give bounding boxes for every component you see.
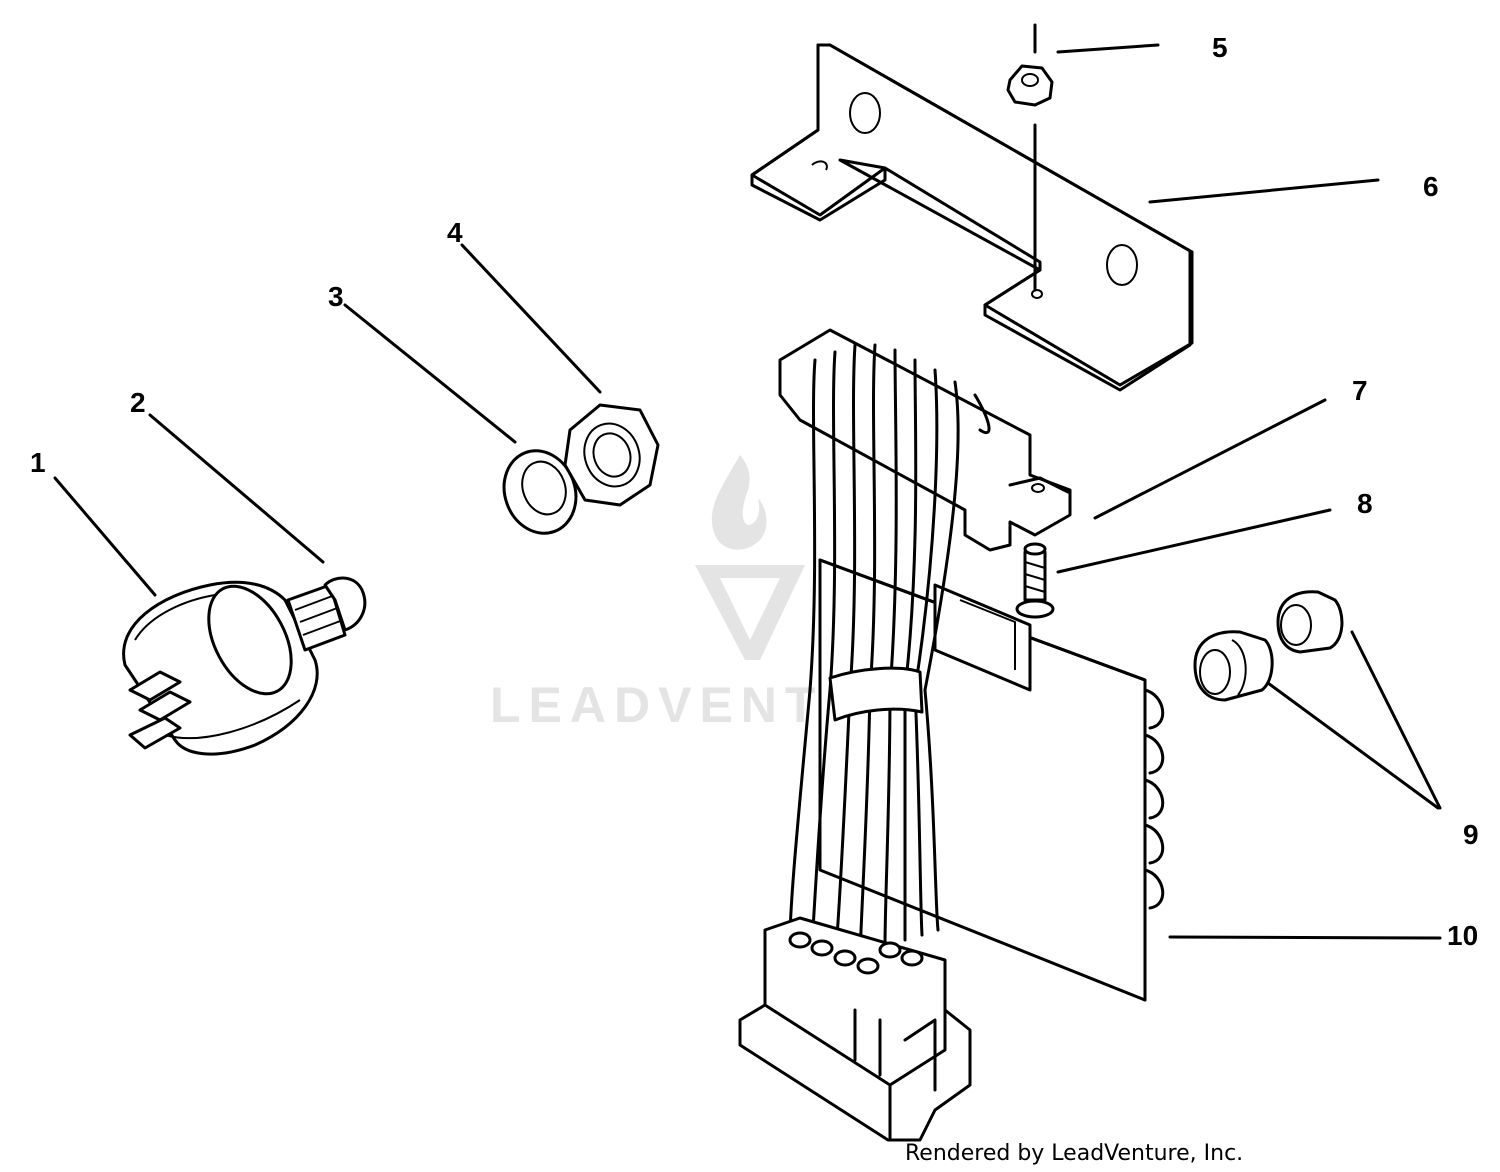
leader-line-1 — [53, 476, 157, 597]
callout-8: 8 — [1357, 488, 1373, 519]
part-10-module — [818, 558, 1165, 1002]
leader-line-8 — [1056, 508, 1332, 574]
watermark-flame-icon — [711, 455, 767, 550]
leader-line-9a — [1266, 681, 1440, 810]
part-5-nut — [1006, 23, 1054, 107]
leader-line-5 — [1056, 43, 1160, 54]
wire-harness — [738, 328, 1072, 1142]
part-9-plugs — [1193, 590, 1344, 702]
leader-line-2 — [148, 413, 325, 564]
part-1-switch — [122, 576, 367, 756]
leader-line-6 — [1148, 178, 1380, 204]
callout-6: 6 — [1423, 171, 1439, 202]
leader-lines — [53, 43, 1442, 940]
callout-9: 9 — [1463, 819, 1479, 850]
callout-7: 7 — [1352, 375, 1368, 406]
leader-line-9b — [1350, 630, 1442, 810]
leader-line-7 — [1093, 398, 1327, 520]
callout-3: 3 — [328, 281, 344, 312]
callout-2: 2 — [130, 387, 146, 418]
part-4-nut — [563, 403, 660, 507]
callout-5: 5 — [1212, 32, 1228, 63]
part-8-screw — [1015, 542, 1055, 619]
part-6-bracket — [750, 43, 1194, 392]
credit-line: Rendered by LeadVenture, Inc. — [905, 1141, 1243, 1166]
callout-10: 10 — [1447, 920, 1478, 951]
leader-line-4 — [460, 243, 602, 394]
leader-line-10 — [1168, 935, 1442, 940]
leader-line-3 — [343, 303, 517, 444]
callouts: 1 2 3 4 5 6 7 8 9 10 — [30, 32, 1479, 951]
callout-4: 4 — [447, 217, 463, 248]
watermark-v-icon — [695, 565, 805, 660]
callout-1: 1 — [30, 447, 46, 478]
